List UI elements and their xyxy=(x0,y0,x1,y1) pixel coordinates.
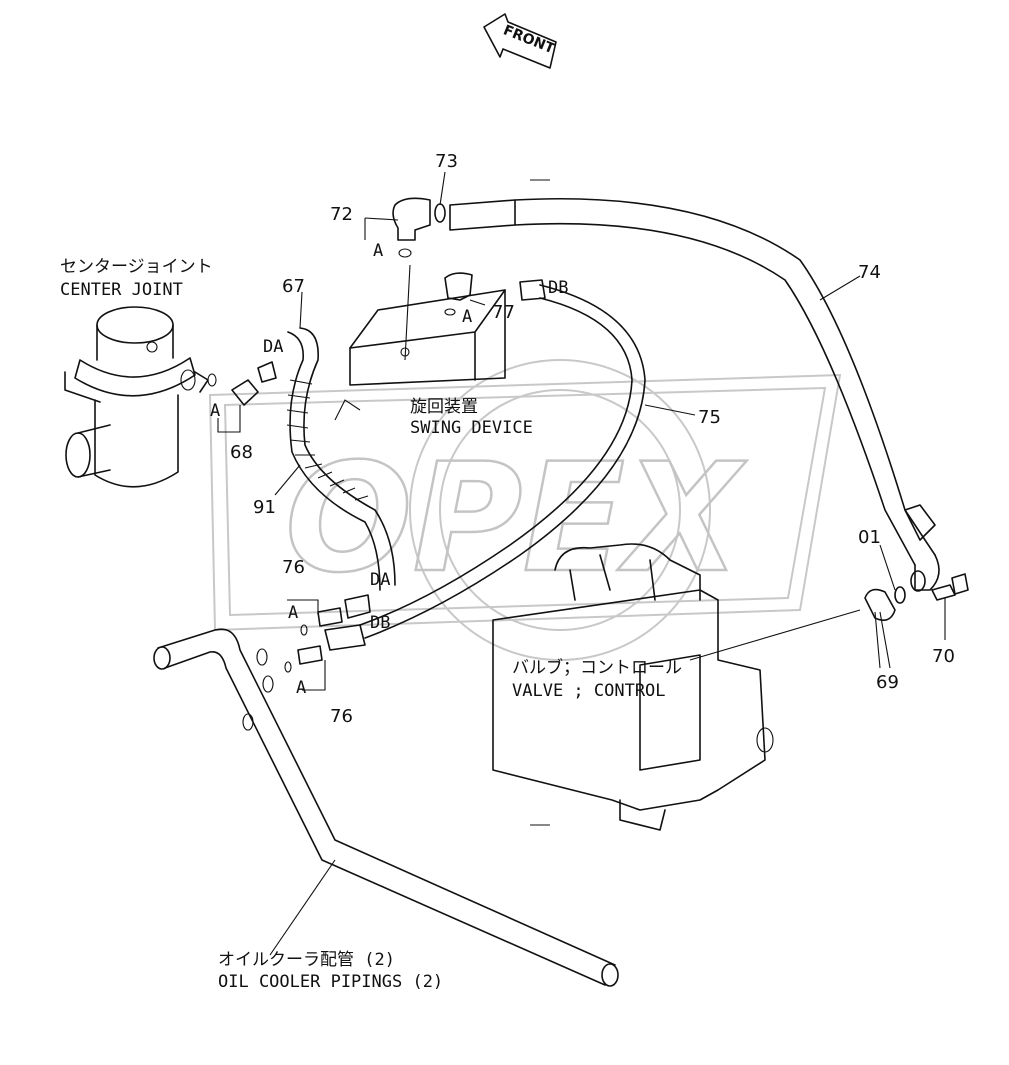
oil-cooler-en-label: OIL COOLER PIPINGS (2) xyxy=(218,972,443,992)
part-number-74: 74 xyxy=(858,262,881,283)
valve-en-label: VALVE ; CONTROL xyxy=(512,681,666,701)
part-number-67: 67 xyxy=(282,276,305,297)
part-number-76-bottom: 76 xyxy=(330,706,353,727)
leader-lines xyxy=(217,171,946,956)
pipe-74 xyxy=(449,197,940,592)
part-numbers: 73 72 74 67 77 75 68 91 01 76 70 69 76 xyxy=(230,151,955,727)
port-db-top: DB xyxy=(548,278,568,298)
flange-69 xyxy=(864,573,969,621)
port-a-76-top: A xyxy=(288,603,298,623)
port-a-72: A xyxy=(373,241,383,261)
text-labels: センタージョイント CENTER JOINT 旋回装置 SWING DEVICE… xyxy=(60,257,682,992)
center-joint-jp-label: センタージョイント xyxy=(60,257,213,277)
part-number-91: 91 xyxy=(253,497,276,518)
part-number-01: 01 xyxy=(858,527,881,548)
center-joint xyxy=(64,306,209,488)
part-number-69: 69 xyxy=(876,672,899,693)
port-a-77: A xyxy=(462,307,472,327)
swing-device xyxy=(349,289,506,386)
port-db-bottom: DB xyxy=(370,613,390,633)
o-rings xyxy=(207,248,456,387)
port-da-top: DA xyxy=(263,337,283,357)
part-number-77: 77 xyxy=(492,302,515,323)
elbow-72 xyxy=(392,197,446,241)
swing-device-en-label: SWING DEVICE xyxy=(410,418,533,438)
elbow-77 xyxy=(444,272,473,301)
center-joint-en-label: CENTER JOINT xyxy=(60,280,183,300)
port-da-bottom: DA xyxy=(370,570,390,590)
port-a-76-bottom: A xyxy=(296,678,306,698)
front-arrow: FRONT xyxy=(483,13,557,69)
opex-watermark: OPEX xyxy=(208,359,842,661)
oil-cooler-jp-label: オイルクーラ配管 (2) xyxy=(218,950,395,970)
watermark-text: OPEX xyxy=(285,432,747,606)
port-marks: DA DB DA DB A A A A A xyxy=(210,241,568,698)
hose-75 xyxy=(359,279,646,639)
part-number-75: 75 xyxy=(698,407,721,428)
oil-cooler-piping xyxy=(153,628,619,987)
hose-91 xyxy=(231,327,396,651)
part-number-68: 68 xyxy=(230,442,253,463)
swing-device-jp-label: 旋回装置 xyxy=(410,397,478,417)
control-valve xyxy=(492,543,774,831)
valve-jp-label: バルブ；コントロール xyxy=(512,657,682,678)
part-number-70: 70 xyxy=(932,646,955,667)
part-number-73: 73 xyxy=(435,151,458,172)
part-number-72: 72 xyxy=(330,204,353,225)
adapters-76 xyxy=(284,607,343,673)
part-number-76-top: 76 xyxy=(282,557,305,578)
port-a-68: A xyxy=(210,401,220,421)
